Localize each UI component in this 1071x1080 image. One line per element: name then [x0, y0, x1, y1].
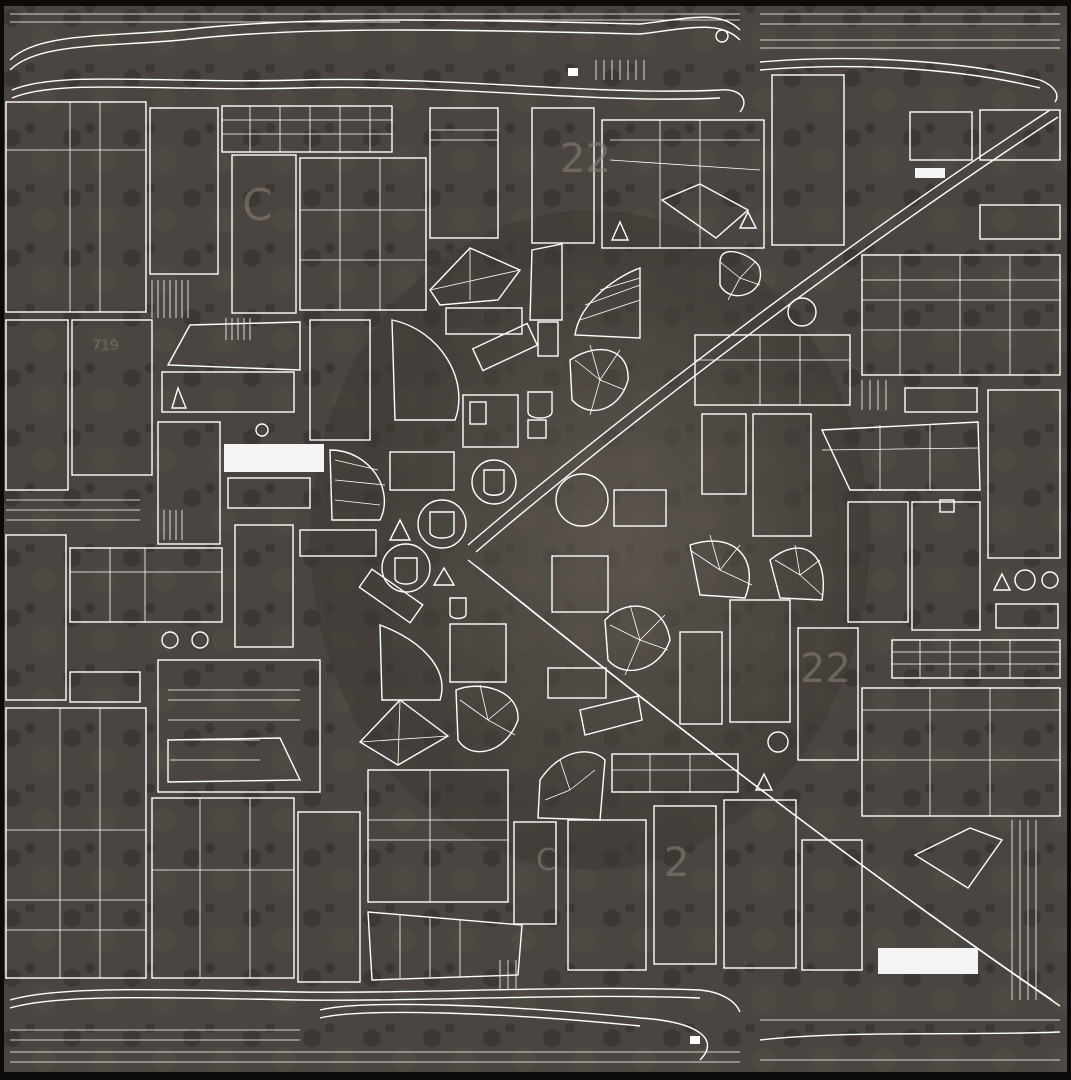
ground-label: C [242, 180, 273, 231]
bottom-road-strips [9, 987, 1061, 1063]
spiral-ramps [455, 250, 824, 821]
diagonal-highway [467, 109, 1061, 1007]
small-markers [161, 29, 1059, 1044]
right-building-panels [531, 74, 1061, 974]
upper-left-cluster [149, 105, 499, 648]
top-road-strips [9, 13, 1060, 113]
ground-label: C [536, 843, 557, 878]
ground-label: 719 [92, 338, 119, 354]
ground-label: 2 [664, 840, 689, 886]
central-cluster [358, 243, 667, 699]
highlight-block-right [878, 948, 978, 974]
ground-labels: C 719 22 22 2 C [92, 136, 851, 886]
highlight-block-left [224, 444, 324, 472]
hatch-strips [6, 60, 1037, 1000]
ground-label: 22 [800, 646, 851, 692]
left-building-panels [5, 101, 223, 979]
highlight-strip-right [915, 168, 945, 178]
ground-label: 22 [560, 136, 611, 182]
lower-middle-cluster [151, 623, 863, 983]
